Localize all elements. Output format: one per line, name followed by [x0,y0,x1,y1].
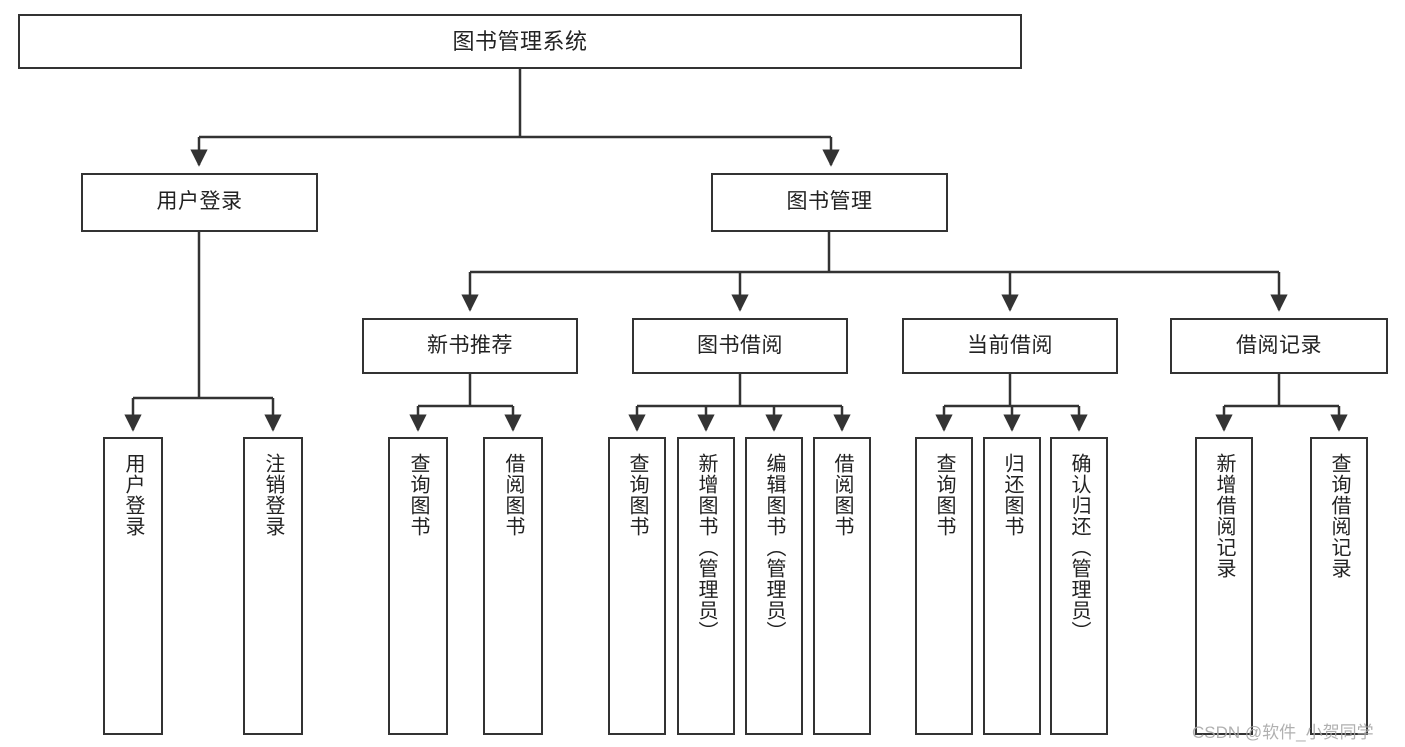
node-borrow-record-label: 借阅记录 [1236,333,1322,357]
node-leaf-confirm-return-admin-label: 确认归还（管理员） [1068,453,1090,642]
node-leaf-query-book-borrow-label: 查询图书 [626,453,648,537]
node-user-login[interactable]: 用户登录 [81,173,318,232]
node-root-label: 图书管理系统 [452,28,588,54]
node-leaf-query-book-rec-label: 查询图书 [407,453,429,537]
node-root[interactable]: 图书管理系统 [18,14,1022,69]
node-leaf-query-book-rec[interactable]: 查询图书 [388,437,448,735]
node-leaf-query-book-borrow[interactable]: 查询图书 [608,437,666,735]
node-leaf-add-borrow-record-label: 新增借阅记录 [1213,453,1235,579]
node-borrow-record[interactable]: 借阅记录 [1170,318,1388,374]
node-leaf-edit-book-admin-label: 编辑图书（管理员） [763,453,785,642]
node-leaf-add-borrow-record[interactable]: 新增借阅记录 [1195,437,1253,735]
node-book-management-label: 图书管理 [786,190,873,214]
node-new-book-recommend-label: 新书推荐 [427,333,513,357]
node-leaf-add-book-admin-label: 新增图书（管理员） [695,453,717,642]
node-leaf-borrow-book-rec-label: 借阅图书 [502,453,524,537]
node-new-book-recommend[interactable]: 新书推荐 [362,318,578,374]
node-leaf-borrow-book-rec[interactable]: 借阅图书 [483,437,543,735]
node-leaf-user-logout[interactable]: 注销登录 [243,437,303,735]
node-leaf-user-login[interactable]: 用户登录 [103,437,163,735]
node-leaf-user-login-label: 用户登录 [122,453,144,537]
watermark: CSDN @软件_小贺同学 [1192,723,1374,742]
node-leaf-query-borrow-record-label: 查询借阅记录 [1328,453,1350,579]
node-user-login-label: 用户登录 [156,190,243,214]
node-leaf-query-book-current[interactable]: 查询图书 [915,437,973,735]
node-book-management[interactable]: 图书管理 [711,173,948,232]
node-leaf-user-logout-label: 注销登录 [262,453,284,537]
node-leaf-return-book-label: 归还图书 [1001,453,1023,537]
node-current-borrow-label: 当前借阅 [967,333,1053,357]
node-leaf-query-borrow-record[interactable]: 查询借阅记录 [1310,437,1368,735]
node-leaf-borrow-book[interactable]: 借阅图书 [813,437,871,735]
node-book-borrow-label: 图书借阅 [697,333,783,357]
node-leaf-add-book-admin[interactable]: 新增图书（管理员） [677,437,735,735]
node-leaf-edit-book-admin[interactable]: 编辑图书（管理员） [745,437,803,735]
node-leaf-borrow-book-label: 借阅图书 [831,453,853,537]
node-leaf-confirm-return-admin[interactable]: 确认归还（管理员） [1050,437,1108,735]
node-leaf-query-book-current-label: 查询图书 [933,453,955,537]
node-current-borrow[interactable]: 当前借阅 [902,318,1118,374]
node-leaf-return-book[interactable]: 归还图书 [983,437,1041,735]
node-book-borrow[interactable]: 图书借阅 [632,318,848,374]
